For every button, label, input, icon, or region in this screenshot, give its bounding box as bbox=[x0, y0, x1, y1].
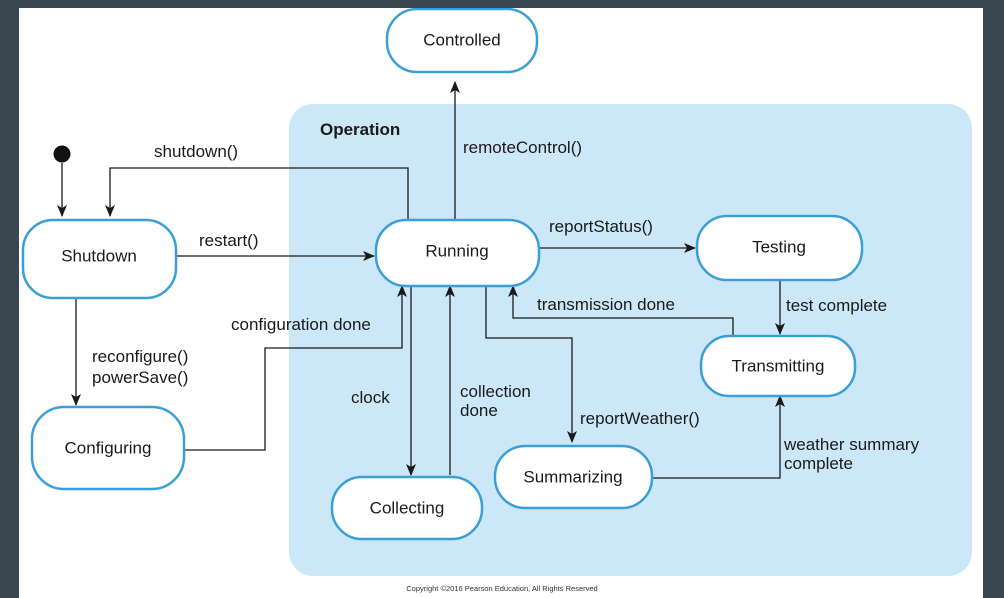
state-collecting-label: Collecting bbox=[370, 499, 445, 518]
label-transmission-done: transmission done bbox=[537, 295, 675, 314]
edge-transmitting-running bbox=[508, 285, 734, 337]
state-shutdown: Shutdown bbox=[21, 218, 178, 300]
state-transmitting: Transmitting bbox=[699, 334, 857, 398]
state-testing-label: Testing bbox=[752, 238, 806, 257]
state-summarizing: Summarizing bbox=[493, 444, 654, 510]
label-test-complete: test complete bbox=[786, 296, 887, 315]
label-weather-complete: complete bbox=[784, 454, 853, 473]
label-reconfigure: reconfigure() bbox=[92, 347, 188, 366]
label-report-weather: reportWeather() bbox=[580, 409, 700, 428]
state-controlled: Controlled bbox=[385, 8, 539, 74]
initial-state bbox=[53, 145, 71, 163]
edge-summarizing-transmitting bbox=[652, 395, 785, 479]
diagram-canvas: Operation Controlled Sh bbox=[19, 8, 983, 598]
label-shutdown: shutdown() bbox=[154, 142, 238, 161]
label-collection-done: done bbox=[460, 401, 498, 420]
state-testing: Testing bbox=[695, 214, 864, 282]
edge-running-shutdown bbox=[105, 167, 409, 220]
label-remote-control: remoteControl() bbox=[463, 138, 582, 157]
state-transmitting-label: Transmitting bbox=[732, 357, 825, 376]
state-controlled-label: Controlled bbox=[423, 31, 501, 50]
edge-configuring-running bbox=[184, 285, 407, 451]
state-shutdown-label: Shutdown bbox=[61, 247, 137, 266]
state-diagram: Operation Controlled Sh bbox=[21, 8, 972, 593]
label-weather-summary: weather summary bbox=[783, 435, 920, 454]
label-power-save: powerSave() bbox=[92, 368, 188, 387]
state-running-label: Running bbox=[425, 242, 488, 261]
state-collecting: Collecting bbox=[330, 475, 484, 541]
label-configuration-done: configuration done bbox=[231, 315, 371, 334]
edge-running-summarizing bbox=[485, 286, 577, 443]
label-report-status: reportStatus() bbox=[549, 217, 653, 236]
operation-label: Operation bbox=[320, 120, 400, 139]
label-clock: clock bbox=[351, 388, 390, 407]
state-summarizing-label: Summarizing bbox=[523, 468, 622, 487]
copyright: Copyright ©2016 Pearson Education, All R… bbox=[406, 584, 597, 593]
state-configuring-label: Configuring bbox=[65, 439, 152, 458]
state-running: Running bbox=[374, 218, 541, 288]
state-configuring: Configuring bbox=[30, 405, 186, 491]
label-restart: restart() bbox=[199, 231, 259, 250]
label-collection: collection bbox=[460, 382, 531, 401]
